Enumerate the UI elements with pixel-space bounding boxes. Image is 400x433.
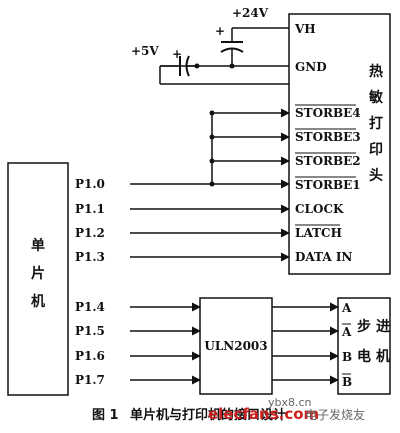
mcu-pin-p1-7: P1.7 — [75, 373, 105, 387]
mcu-box — [7, 162, 69, 396]
motor-pin-a-bar: A — [341, 325, 352, 339]
printer-pin-data-in: DATA IN — [295, 250, 352, 264]
printer-pin-storbe4: STORBE4 — [295, 106, 361, 120]
motor-box — [337, 297, 391, 395]
junction-storbe2 — [209, 158, 215, 164]
printer-box — [288, 13, 391, 275]
printer-pin-vh: VH — [294, 22, 316, 36]
motor-pin-b: B — [342, 350, 352, 364]
junction-storbe3 — [209, 134, 215, 140]
mcu-pin-p1-1: P1.1 — [75, 202, 105, 216]
motor-pin-b-bar: B — [342, 375, 352, 389]
driver-label: ULN2003 — [204, 339, 267, 353]
printer-pin-clock: CLOCK — [295, 202, 344, 216]
motor-label-char-4: 机 — [376, 348, 390, 365]
mcu-pin-p1-5: P1.5 — [75, 324, 105, 338]
printer-label-char-4: 印 — [369, 141, 383, 158]
junction-storbe1 — [209, 181, 215, 187]
mcu-label-char-2: 片 — [31, 265, 45, 282]
mcu-pin-p1-3: P1.3 — [75, 250, 105, 264]
mcu-label-char-1: 单 — [31, 237, 45, 254]
printer-pin-gnd: GND — [295, 60, 327, 74]
motor-label-char-3: 电 — [357, 348, 371, 365]
motor-pin-a: A — [341, 301, 352, 315]
printer-label-char-3: 打 — [369, 115, 383, 132]
motor-label-char-2: 进 — [376, 319, 390, 335]
watermark-brand: elecfans.com — [208, 405, 319, 423]
figure-number: 图 1 — [92, 408, 119, 423]
driver-box — [199, 297, 273, 395]
printer-pin-storbe3: STORBE3 — [295, 130, 361, 144]
printer-label-char-2: 敏 — [368, 89, 384, 106]
mcu-pin-p1-0: P1.0 — [75, 177, 105, 191]
power-24v-label: +24V — [232, 6, 269, 20]
cap1-bottom-plate — [220, 47, 244, 53]
watermark-suffix: 电子发烧友 — [305, 407, 365, 422]
power-5v-label: +5V — [131, 44, 159, 58]
mcu-pin-p1-6: P1.6 — [75, 349, 105, 363]
cap1-plus: + — [215, 24, 225, 38]
watermark-site: ybx8.cn — [268, 396, 312, 409]
printer-pin-storbe2: STORBE2 — [295, 154, 361, 168]
printer-pin-storbe1: STORBE1 — [295, 178, 361, 192]
cap2-plus: + — [172, 47, 182, 61]
figure-caption: 单片机与打印机的接口设计 — [130, 407, 286, 423]
mcu-pin-p1-2: P1.2 — [75, 226, 105, 240]
mcu-label-char-3: 机 — [31, 293, 45, 310]
printer-pin-latch: LATCH — [295, 226, 342, 240]
junction-storbe4 — [209, 110, 215, 116]
printer-label-char-5: 头 — [369, 167, 383, 184]
printer-label-char-1: 热 — [369, 63, 383, 80]
motor-label-char-1: 步 — [357, 318, 371, 335]
mcu-pin-p1-4: P1.4 — [75, 300, 105, 314]
junction-gnd-cap1 — [229, 63, 235, 69]
